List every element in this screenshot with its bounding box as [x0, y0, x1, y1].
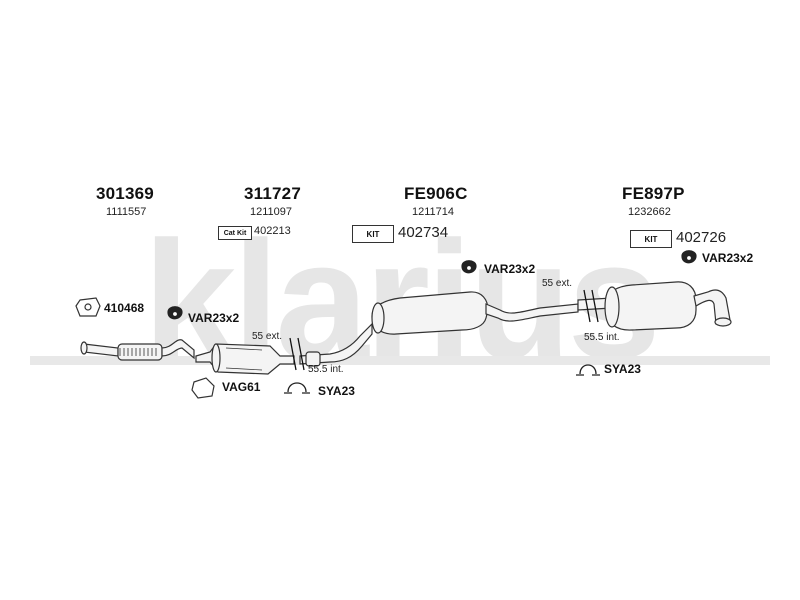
center-silencer [299, 291, 579, 367]
label-var23x2-right: VAR23x2 [702, 251, 754, 265]
part-number-catalytic-converter: 311727 [244, 184, 301, 203]
kit-number-center: 402734 [398, 224, 449, 241]
measure-int-left: 55.5 int. [308, 364, 344, 375]
clamp-icon [284, 382, 310, 394]
oem-number-catalytic-converter: 1211097 [250, 206, 293, 218]
label-sya23-right: SYA23 [604, 362, 641, 376]
catalytic-converter [195, 343, 295, 375]
measure-int-right: 55.5 int. [584, 332, 620, 343]
rubber-mount-icon [681, 250, 697, 264]
watermark-underline [30, 356, 770, 365]
kit-badge-center: KIT [352, 225, 394, 243]
oem-number-rear-silencer: 1232662 [628, 206, 671, 218]
label-var23x2-left: VAR23x2 [188, 311, 240, 325]
kit-number-rear: 402726 [676, 229, 727, 246]
label-vag61: VAG61 [222, 380, 261, 394]
part-number-front-pipe: 301369 [96, 184, 154, 203]
bracket-icon [75, 297, 101, 317]
gasket-icon [191, 377, 215, 399]
oem-number-front-pipe: 1111557 [106, 206, 147, 218]
joint-marker-right [583, 289, 599, 323]
measure-ext-right: 55 ext. [542, 278, 573, 289]
joint-marker-left [289, 337, 305, 371]
label-var23x2-mid: VAR23x2 [484, 262, 536, 276]
label-410468: 410468 [104, 301, 145, 315]
clamp-icon [576, 364, 600, 376]
label-sya23-left: SYA23 [318, 384, 355, 398]
measure-ext-left: 55 ext. [252, 331, 283, 342]
cat-kit-badge: Cat Kit [218, 226, 252, 240]
front-pipe [80, 339, 195, 361]
rubber-mount-icon [167, 306, 183, 320]
rubber-mount-icon [461, 260, 477, 274]
cat-kit-number: 402213 [254, 225, 291, 237]
part-number-center-silencer: FE906C [404, 184, 468, 203]
kit-badge-rear: KIT [630, 230, 672, 248]
oem-number-center-silencer: 1211714 [412, 206, 455, 218]
part-number-rear-silencer: FE897P [622, 184, 685, 203]
